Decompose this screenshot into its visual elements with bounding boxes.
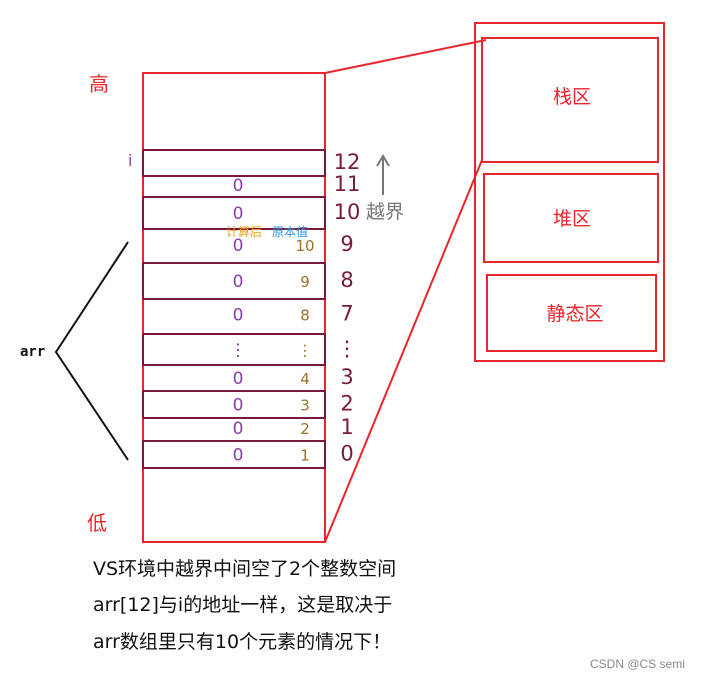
original-value: 10 (295, 237, 314, 255)
array-index: 12 (334, 150, 361, 174)
stack-row-box (142, 390, 326, 419)
array-index: 1 (340, 415, 353, 439)
overflow-label: 越界 (366, 201, 404, 223)
static-region-box (486, 274, 657, 352)
arr-bracket (54, 241, 129, 461)
array-index: 2 (340, 392, 353, 416)
memory-layout-box (474, 22, 665, 362)
array-index: 8 (340, 268, 353, 292)
original-value: 3 (300, 397, 310, 415)
array-index: 0 (340, 442, 353, 466)
computed-value: 0 (233, 306, 244, 326)
computed-value: 0 (233, 272, 244, 292)
original-value: 1 (300, 447, 310, 465)
watermark: CSDN @CS semi (590, 657, 685, 671)
original-value: 9 (300, 273, 310, 291)
original-value-tag: 原本值 (272, 224, 308, 239)
caption-line-3: arr数组里只有10个元素的情况下！ (93, 631, 392, 653)
zoom-line-bottom (324, 159, 483, 543)
arr-label: arr (20, 344, 45, 360)
stack-row-box (142, 262, 326, 300)
stack-column (142, 72, 326, 543)
computed-value: 0 (233, 446, 244, 466)
caption-line-2: arr[12]与i的地址一样，这是取决于 (93, 594, 393, 616)
computed-value: 0 (233, 396, 244, 416)
caption-line-1: VS环境中越界中间空了2个整数空间 (93, 558, 397, 580)
computed-value: 0 (233, 176, 244, 196)
i-variable-label: i (128, 151, 132, 170)
stack-row-box (142, 196, 326, 230)
computed-value: 0 (233, 419, 244, 439)
stack-region-box (481, 37, 659, 163)
zoom-line-top (324, 39, 487, 74)
original-value: 4 (300, 370, 310, 388)
heap-region-box (483, 173, 659, 263)
stack-row-box (142, 440, 326, 469)
high-address-label: 高 (89, 72, 109, 96)
array-index: ⋮ (337, 337, 358, 361)
original-value: 8 (300, 307, 310, 325)
stack-region-label: 栈区 (553, 86, 591, 108)
computed-value: 0 (233, 204, 244, 224)
array-index: 7 (340, 302, 353, 326)
original-value: 2 (300, 420, 310, 438)
stack-row-box (142, 333, 326, 366)
static-region-label: 静态区 (546, 303, 603, 325)
array-index: 3 (340, 365, 353, 389)
original-value: ⋮ (298, 342, 313, 360)
heap-region-label: 堆区 (553, 208, 591, 230)
array-index: 9 (340, 232, 353, 256)
low-address-label: 低 (87, 511, 107, 535)
array-index: 11 (334, 172, 361, 196)
computed-value-tag: 计算后 (226, 224, 262, 239)
stack-row-box (142, 149, 326, 177)
computed-value: 0 (233, 369, 244, 389)
overflow-arrow-head (376, 154, 390, 167)
array-index: 10 (334, 200, 361, 224)
computed-value: ⋮ (230, 341, 247, 361)
computed-value: 0 (233, 236, 244, 256)
